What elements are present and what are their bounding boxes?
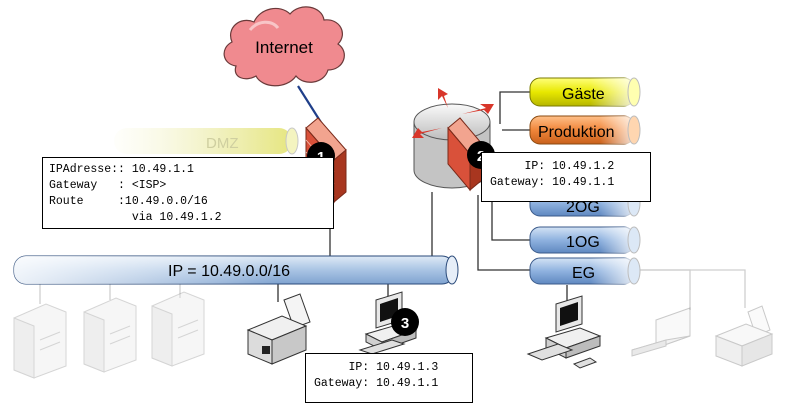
eg-label: EG [572, 265, 595, 282]
config-line: Gateway : <ISP> [49, 179, 167, 192]
config-line: Gateway: 10.49.1.1 [314, 377, 439, 390]
badge-3-label: 3 [401, 315, 409, 332]
produktion-network [529, 115, 641, 145]
dmz-label: DMZ [206, 135, 239, 152]
workstation-icon [526, 295, 602, 369]
printer-icon [246, 293, 311, 365]
cloud-icon [223, 6, 345, 87]
config-line: Gateway: 10.49.1.1 [490, 176, 615, 189]
router-to-eg-link [477, 195, 530, 271]
router-config-box: IP: 10.49.1.2 Gateway: 10.49.1.1 [481, 152, 651, 202]
laptop-icon [631, 307, 691, 357]
firewall-config-box: IPAdresse:: 10.49.1.1 Gateway : <ISP> Ro… [42, 157, 334, 229]
server-icon [83, 297, 137, 373]
config-line: via 10.49.1.2 [49, 211, 222, 224]
produktion-label: Produktion [538, 124, 615, 141]
gaeste-network [529, 77, 641, 107]
og2-label: 2OG [566, 199, 600, 216]
printer-icon [714, 305, 774, 367]
server-icon [151, 291, 205, 367]
faded-links [39, 269, 746, 310]
server-icon [13, 303, 67, 379]
config-line: IP: 10.49.1.3 [314, 361, 439, 374]
router-to-gaeste-link [499, 91, 530, 124]
config-line: IPAdresse:: 10.49.1.1 [49, 163, 194, 176]
og1-label: 1OG [566, 234, 600, 251]
cloud-label: Internet [255, 38, 313, 57]
badge-3: 3 [391, 308, 419, 336]
gaeste-label: Gäste [562, 86, 605, 103]
config-line: Route :10.49.0.0/16 [49, 195, 208, 208]
dmz-network [114, 127, 299, 155]
eg-network [529, 257, 641, 285]
router-to-1og-link [491, 200, 530, 241]
workstation-config-box: IP: 10.49.1.3 Gateway: 10.49.1.1 [305, 353, 473, 403]
og1-network [529, 226, 641, 254]
trunk-label: IP = 10.49.0.0/16 [168, 263, 290, 280]
config-line: IP: 10.49.1.2 [490, 160, 615, 173]
trunk-network [13, 255, 459, 285]
